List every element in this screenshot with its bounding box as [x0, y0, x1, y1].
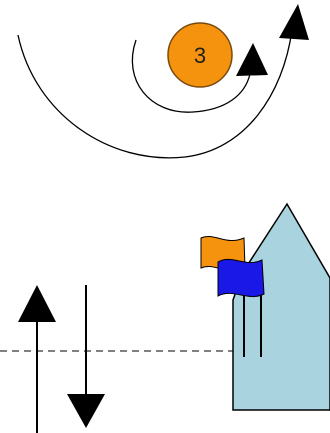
up-arrowhead	[18, 285, 56, 322]
outer-arc	[17, 29, 293, 159]
number-badge: 3	[167, 22, 233, 88]
badge-circle	[167, 22, 233, 88]
down-arrow-icon	[67, 285, 105, 428]
inner-arc	[131, 39, 251, 113]
inner-arrowhead-icon	[236, 43, 268, 76]
blue-flag-icon	[217, 258, 265, 298]
blue-flag-cloth	[217, 258, 265, 298]
down-arrowhead	[67, 394, 105, 428]
badge-label: 3	[194, 43, 206, 68]
outer-arrowhead-icon	[279, 4, 309, 40]
inner-curved-arrow	[131, 39, 268, 113]
up-arrow-icon	[18, 285, 56, 433]
outer-curved-arrow	[17, 4, 309, 159]
pointed-building-shape	[232, 202, 330, 411]
